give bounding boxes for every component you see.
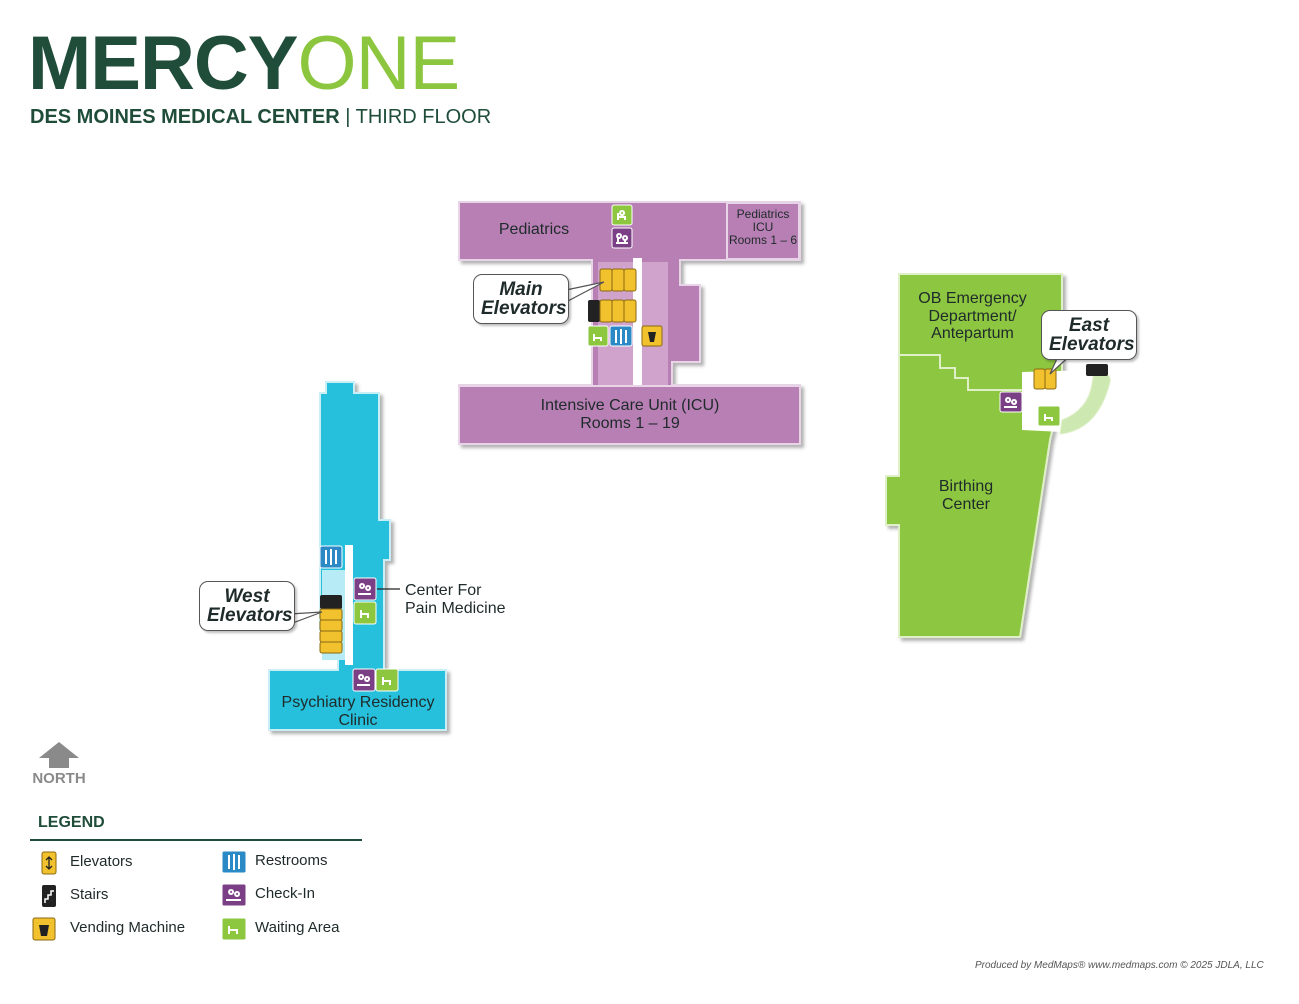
elevator-icon [1033, 368, 1046, 390]
elevator-icon [623, 268, 637, 292]
label-ob-emergency: OB Emergency Department/ Antepartum [900, 290, 1045, 343]
label-pain-medicine: Center For Pain Medicine [405, 582, 506, 617]
legend-label: Check-In [255, 885, 316, 902]
elevator-icon [319, 641, 343, 654]
label-ob-line3: Antepartum [931, 325, 1014, 343]
label-icu-line1: Intensive Care Unit (ICU) [540, 397, 720, 414]
label-icu: Intensive Care Unit (ICU) Rooms 1 – 19 [500, 397, 760, 432]
elevator-icon [599, 268, 613, 292]
legend-label: Waiting Area [255, 919, 340, 936]
elevator-icon [599, 299, 613, 323]
label-psych-line1: Psychiatry Residency [281, 694, 435, 711]
stairs-icon [42, 885, 56, 907]
label-pain-line1: Center For [405, 582, 482, 599]
callout-west-line2: Elevators [207, 605, 293, 626]
label-ob-line1: OB Emergency [918, 290, 1027, 307]
brand-name-part1: MERCY [28, 21, 298, 106]
waiting-area-icon [587, 325, 609, 347]
vending-machine-icon [641, 325, 663, 347]
label-birthing-center: Birthing Center [916, 478, 1016, 513]
elevator-icon [319, 619, 343, 632]
label-pediatrics-icu-line2: ICU [752, 220, 774, 235]
label-icu-line2: Rooms 1 – 19 [580, 414, 680, 432]
elevator-icon [41, 851, 57, 875]
waiting-area-icon [611, 204, 633, 226]
legend-label: Elevators [70, 853, 133, 870]
restroom-icon [319, 545, 343, 569]
legend-item-vending: Vending Machine [70, 919, 185, 936]
label-psych-line2: Clinic [338, 711, 378, 729]
elevator-icon [611, 268, 625, 292]
legend-label: Vending Machine [70, 919, 186, 936]
legend-title: LEGEND [38, 814, 105, 831]
legend-label: Restrooms [255, 852, 328, 869]
label-pediatrics-icu: Pediatrics ICU Rooms 1 – 6 [727, 207, 799, 248]
stairs-icon [1086, 364, 1108, 376]
elevator-group-main-lower [588, 299, 637, 323]
waiting-area-icon [221, 917, 247, 941]
west-corridor-white [345, 545, 353, 665]
restroom-icon [221, 850, 247, 874]
elevator-group-main-upper [599, 268, 637, 292]
label-birthing-line1: Birthing [938, 478, 994, 495]
label-ob-line2: Department/ [928, 307, 1017, 325]
credit-line: Produced by MedMaps® www.medmaps.com © 2… [975, 960, 1264, 971]
elevator-icon [611, 299, 625, 323]
callout-west-line1: West [224, 586, 270, 607]
stairs-icon [320, 595, 342, 609]
elevator-group-west [319, 608, 343, 654]
east-stair-arc [1059, 371, 1111, 435]
label-birthing-line2: Center [941, 495, 991, 513]
check-in-icon [353, 577, 377, 601]
waiting-area-icon [1037, 405, 1061, 427]
elevator-icon [319, 630, 343, 643]
floor-name: THIRD FLOOR [355, 106, 492, 128]
legend-label: Stairs [70, 886, 109, 903]
callout-west-elevators: West Elevators [199, 581, 295, 631]
check-in-icon [221, 883, 247, 907]
check-in-icon [999, 391, 1023, 413]
north-label: NORTH [32, 770, 86, 787]
label-pain-line2: Pain Medicine [405, 599, 506, 617]
check-in-icon [611, 227, 633, 249]
elevator-icon [319, 608, 343, 621]
label-pediatrics-icu-line3: Rooms 1 – 6 [728, 233, 798, 248]
callout-east-line1: East [1068, 315, 1110, 336]
waiting-area-icon [353, 601, 377, 625]
elevator-icon [1044, 368, 1057, 390]
facility-name: DES MOINES MEDICAL CENTER [30, 106, 340, 128]
callout-main-elevators: Main Elevators [473, 274, 569, 324]
callout-east-line2: Elevators [1049, 334, 1135, 355]
subtitle-separator: | [339, 106, 356, 128]
ob-internal-wall [899, 354, 1032, 391]
legend-item-elevators: Elevators [70, 853, 133, 870]
restroom-icon [609, 325, 633, 347]
stairs-icon [588, 300, 600, 322]
waiting-area-icon [375, 668, 399, 692]
legend-item-waiting: Waiting Area [255, 919, 340, 936]
north-arrow-icon [39, 742, 79, 768]
brand-name-part2: ONE [297, 21, 460, 106]
legend-item-restrooms: Restrooms [255, 852, 328, 869]
corridor-white [633, 258, 642, 386]
legend-item-check-in: Check-In [255, 885, 315, 902]
vending-machine-icon [32, 917, 56, 941]
elevator-icon [623, 299, 637, 323]
label-psychiatry-clinic: Psychiatry Residency Clinic [272, 694, 444, 729]
page-subtitle: DES MOINES MEDICAL CENTER | THIRD FLOOR [30, 106, 491, 129]
legend-item-stairs: Stairs [70, 886, 108, 903]
pediatrics-icu-room [726, 202, 800, 260]
callout-east-elevators: East Elevators [1041, 310, 1137, 360]
elevator-group-east [1033, 368, 1057, 390]
label-pediatrics-icu-line1: Pediatrics [736, 207, 790, 221]
legend-divider [30, 839, 362, 841]
brand-logo: MERCYONE [28, 26, 460, 102]
callout-main-line1: Main [499, 279, 543, 300]
check-in-icon [352, 668, 376, 692]
label-pediatrics: Pediatrics [498, 221, 570, 238]
callout-main-line2: Elevators [481, 298, 567, 319]
